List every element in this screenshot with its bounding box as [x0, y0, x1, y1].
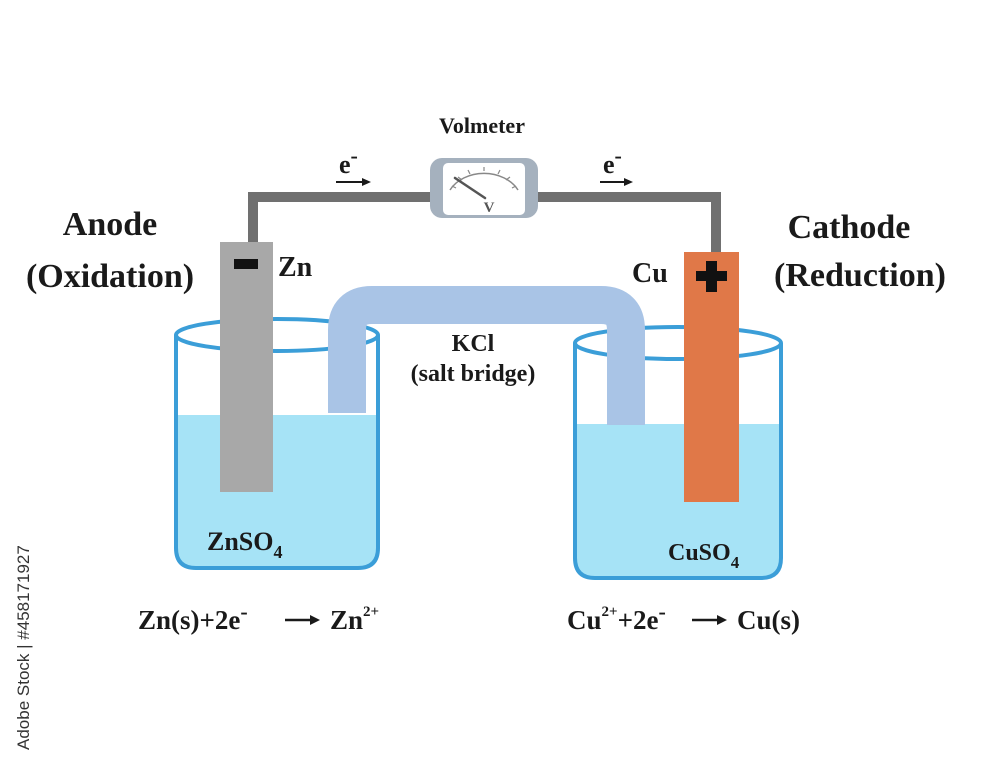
voltmeter-ticks — [451, 167, 517, 189]
electron-flow-right: e- — [600, 143, 633, 186]
watermark-stock-id: Adobe Stock | #458171927 — [14, 545, 33, 750]
cathode-half-reaction: Cu2++2e- Cu(s) — [567, 599, 800, 635]
zinc-electrode — [220, 242, 273, 492]
anode-half-reaction: Zn(s)+2e- Zn2+ — [138, 599, 379, 635]
right-beaker-rim — [573, 325, 783, 361]
salt-bridge-formula: KCl — [452, 331, 495, 357]
cathode-metal-label: Cu — [632, 258, 668, 289]
left-solution-label: ZnSO4 — [207, 527, 283, 562]
cathode-subtitle: (Reduction) — [774, 257, 946, 294]
right-arrow-icon — [285, 615, 320, 625]
cathode-reaction-product: Cu(s) — [737, 605, 800, 635]
voltmeter-title: Volmeter — [439, 113, 525, 138]
plus-sign-icon — [696, 261, 727, 292]
right-arrow-icon — [600, 178, 633, 186]
cathode-reaction-reactants: Cu2++2e- — [567, 599, 666, 635]
voltmeter-unit: V — [484, 200, 495, 216]
salt-bridge-tube — [328, 286, 645, 425]
electron-symbol: e- — [603, 143, 622, 179]
left-beaker-rim — [174, 317, 380, 353]
voltmeter: V — [430, 158, 538, 218]
right-solution-label: CuSO4 — [668, 540, 740, 572]
electron-flow-left: e- — [336, 143, 371, 186]
anode-reaction-reactants: Zn(s)+2e- — [138, 599, 248, 635]
left-beaker-wall — [174, 335, 380, 570]
right-arrow-icon — [336, 178, 371, 186]
voltmeter-face — [443, 163, 525, 215]
voltmeter-needle — [453, 176, 487, 200]
cathode-title: Cathode — [788, 209, 911, 246]
copper-electrode — [684, 252, 739, 502]
anode-subtitle: (Oxidation) — [26, 258, 194, 295]
anode-metal-label: Zn — [278, 252, 313, 283]
right-beaker-wall — [573, 343, 783, 580]
anode-title: Anode — [63, 206, 157, 243]
salt-bridge-caption: (salt bridge) — [411, 361, 536, 387]
anode-reaction-product: Zn2+ — [330, 604, 379, 635]
electron-symbol: e- — [339, 143, 358, 179]
voltmeter-scale — [449, 172, 519, 191]
minus-sign-icon — [234, 259, 258, 269]
right-arrow-icon — [692, 615, 727, 625]
